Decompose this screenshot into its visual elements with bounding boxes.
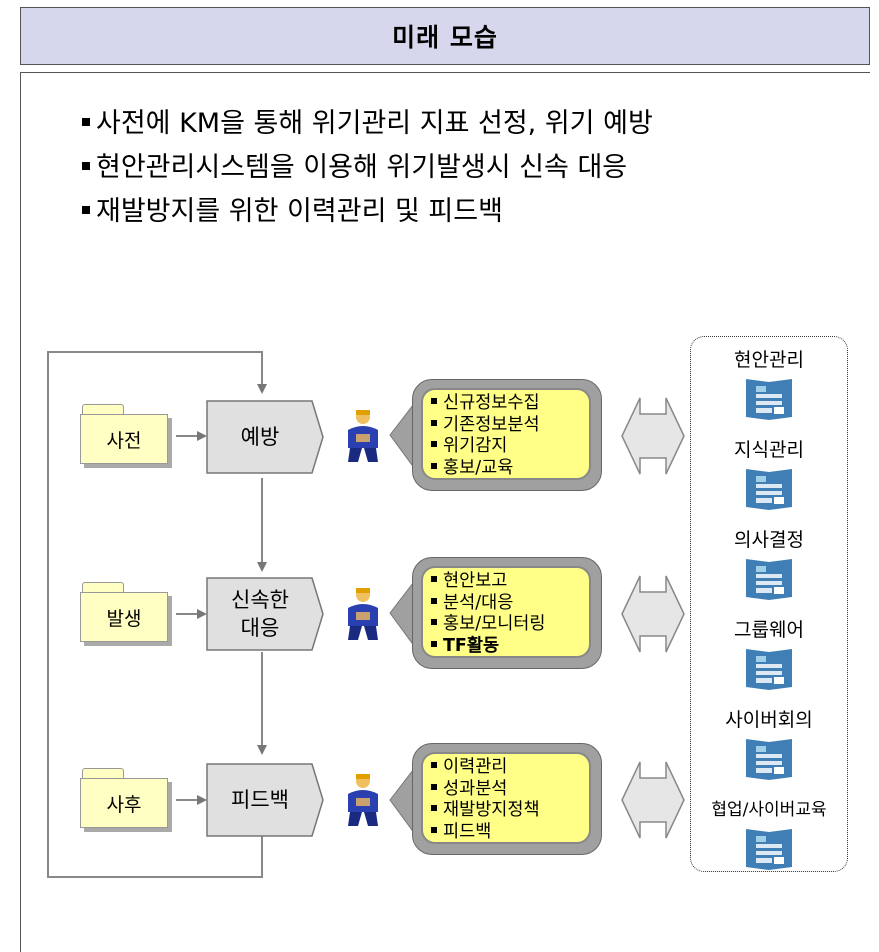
process-label-line: 신속한 xyxy=(231,588,289,612)
worker-icon xyxy=(348,774,378,826)
callout-item-text: 이력관리 xyxy=(443,757,508,777)
callout-item-text: 현안보고 xyxy=(443,571,508,591)
bullet-square-icon xyxy=(431,441,437,447)
bullet-text: 사전에 KM을 통해 위기관리 지표 선정, 위기 예방 xyxy=(96,108,653,139)
page-title: 미래 모습 xyxy=(392,23,498,52)
callout-item: 기존정보분석 xyxy=(431,415,589,437)
bullet-square-icon xyxy=(431,398,437,404)
callout-item-text: 피드백 xyxy=(443,821,492,842)
summary-bullets: 사전에 KM을 통해 위기관리 지표 선정, 위기 예방 현안관리시스템을 이용… xyxy=(82,102,653,234)
callout-item: 신규정보수집 xyxy=(431,393,589,415)
bullet-square-icon xyxy=(431,597,437,604)
document-icon xyxy=(746,469,792,510)
document-icon xyxy=(746,829,792,870)
callout-prevention: 신규정보수집 기존정보분석 위기감지 홍보/교육 xyxy=(412,379,612,499)
bullet-item: 사전에 KM을 통해 위기관리 지표 선정, 위기 예방 xyxy=(82,102,653,146)
system-groupware: 그룹웨어 xyxy=(690,618,848,690)
bullet-square-icon xyxy=(431,805,437,811)
callout-item: 홍보/모니터링 xyxy=(431,614,589,636)
callout-item-text: 위기감지 xyxy=(443,436,508,456)
system-label: 협업/사이버교육 xyxy=(711,800,827,820)
system-label: 사이버회의 xyxy=(725,709,813,731)
document-icon xyxy=(746,739,792,780)
bullet-square-icon xyxy=(431,619,437,625)
callout-body: 현안보고 분석/대응 홍보/모니터링 TF활동 xyxy=(421,566,591,658)
folder-label: 사후 xyxy=(80,778,168,828)
callout-item: 재발방지정책 xyxy=(431,800,589,822)
bullet-square-icon xyxy=(431,419,437,426)
process-shape xyxy=(206,763,324,837)
process-label-line: 대응 xyxy=(240,616,280,640)
callout-item-text: 홍보/모니터링 xyxy=(443,614,546,634)
callout-item: 이력관리 xyxy=(431,757,589,779)
process-shape xyxy=(206,577,324,651)
process-label: 피드백 xyxy=(206,763,314,837)
content-panel xyxy=(20,72,870,952)
bullet-square-icon xyxy=(82,161,90,170)
bullet-text: 재발방지를 위한 이력관리 및 피드백 xyxy=(96,196,503,227)
folder-before: 사전 xyxy=(80,404,172,466)
folder-tab xyxy=(82,582,124,595)
document-icon xyxy=(746,649,792,690)
callout-item-text: 분석/대응 xyxy=(443,592,514,613)
system-decision-making: 의사결정 xyxy=(690,528,848,600)
process-label-line: 피드백 xyxy=(231,788,289,812)
folder-label: 발생 xyxy=(80,592,168,642)
bullet-square-icon xyxy=(431,640,437,647)
bullet-item: 재발방지를 위한 이력관리 및 피드백 xyxy=(82,190,653,234)
folder-occurrence: 발생 xyxy=(80,582,172,644)
system-cyber-meeting: 사이버회의 xyxy=(690,708,848,780)
callout-item: 홍보/교육 xyxy=(431,458,589,480)
process-label-line: 예방 xyxy=(240,425,280,449)
process-prevention: 예방 xyxy=(206,400,324,474)
folder-tab xyxy=(82,768,124,781)
callout-item-text: 홍보/교육 xyxy=(443,457,514,478)
callout-item-text: 재발방지정책 xyxy=(443,800,540,820)
page-header: 미래 모습 xyxy=(20,7,870,65)
bullet-square-icon xyxy=(82,117,90,126)
callout-body: 이력관리 성과분석 재발방지정책 피드백 xyxy=(421,752,591,844)
bullet-text: 현안관리시스템을 이용해 위기발생시 신속 대응 xyxy=(96,152,628,183)
folder-after: 사후 xyxy=(80,768,172,830)
bullet-square-icon xyxy=(431,762,437,768)
callout-body: 신규정보수집 기존정보분석 위기감지 홍보/교육 xyxy=(421,388,591,480)
system-label: 의사결정 xyxy=(734,529,804,551)
system-label: 그룹웨어 xyxy=(734,619,804,641)
bullet-square-icon xyxy=(431,576,437,582)
callout-item: 분석/대응 xyxy=(431,593,589,615)
system-issue-management: 현안관리 xyxy=(690,348,848,420)
bullet-square-icon xyxy=(431,783,437,790)
callout-item-text: TF활동 xyxy=(443,635,500,656)
callout-item: 위기감지 xyxy=(431,436,589,458)
callout-item-text: 기존정보분석 xyxy=(443,414,540,435)
worker-icon xyxy=(348,588,378,640)
system-knowledge-management: 지식관리 xyxy=(690,438,848,510)
bullet-item: 현안관리시스템을 이용해 위기발생시 신속 대응 xyxy=(82,146,653,190)
systems-container xyxy=(690,336,848,872)
folder-label: 사전 xyxy=(80,414,168,464)
callout-item: TF활동 xyxy=(431,636,589,658)
bullet-square-icon xyxy=(82,205,90,214)
process-shape xyxy=(206,400,324,474)
callout-item: 성과분석 xyxy=(431,779,589,801)
system-label: 현안관리 xyxy=(734,349,804,371)
callout-item-text: 성과분석 xyxy=(443,778,508,799)
bullet-square-icon xyxy=(431,826,437,833)
callout-quick-response: 현안보고 분석/대응 홍보/모니터링 TF활동 xyxy=(412,557,612,677)
document-icon xyxy=(746,559,792,600)
system-label: 지식관리 xyxy=(734,439,804,461)
folder-tab xyxy=(82,404,124,417)
worker-icon xyxy=(348,410,378,462)
process-feedback: 피드백 xyxy=(206,763,324,837)
process-label: 예방 xyxy=(206,400,314,474)
callout-item: 피드백 xyxy=(431,822,589,844)
callout-feedback: 이력관리 성과분석 재발방지정책 피드백 xyxy=(412,743,612,863)
document-icon xyxy=(746,379,792,420)
callout-item: 현안보고 xyxy=(431,571,589,593)
process-quick-response: 신속한 대응 xyxy=(206,577,324,651)
callout-item-text: 신규정보수집 xyxy=(443,393,540,413)
system-collaboration: 협업/사이버교육 xyxy=(690,798,848,870)
process-label: 신속한 대응 xyxy=(206,577,314,651)
bullet-square-icon xyxy=(431,462,437,469)
